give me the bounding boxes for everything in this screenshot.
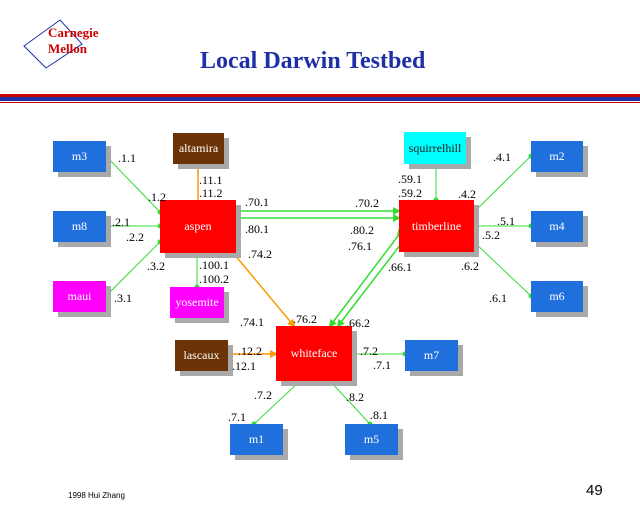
logo-line-1: Carnegie	[48, 25, 99, 40]
node-aspen[interactable]: aspen	[160, 200, 236, 253]
addr-label: .8.1	[370, 408, 388, 422]
logo-line-2: Mellon	[48, 41, 87, 56]
addr-label: .11.1	[199, 173, 223, 187]
node-yosemite[interactable]: yosemite	[170, 287, 224, 318]
addr-label: .3.1	[114, 291, 132, 305]
link-maui-aspen	[105, 241, 161, 297]
addr-label: .3.2	[147, 259, 165, 273]
node-m3[interactable]: m3	[53, 141, 106, 172]
addr-label: .7.1	[228, 410, 246, 424]
addr-label: .1.2	[148, 190, 166, 204]
link-m6-timberline	[473, 241, 532, 297]
addr-label: .59.2	[398, 186, 422, 200]
addr-label: .8.2	[346, 390, 364, 404]
node-m5[interactable]: m5	[345, 424, 398, 455]
addr-label: .4.2	[458, 187, 476, 201]
logo-diamond	[23, 19, 83, 69]
node-squirrelhill[interactable]: squirrelhill	[404, 132, 466, 164]
addr-label: .100.2	[199, 272, 229, 286]
link-timberline-whiteface-b	[328, 228, 405, 328]
addr-label: .2.2	[126, 230, 144, 244]
addr-label: .76.2	[293, 312, 317, 326]
addr-label: .74.2	[248, 247, 272, 261]
addr-label: .59.1	[398, 172, 422, 186]
addr-label: .12.1	[232, 359, 256, 373]
addr-label: .7.1	[373, 358, 391, 372]
link-m2-timberline	[473, 155, 532, 213]
addr-label: .66.2	[346, 316, 370, 330]
addr-label: .70.1	[245, 195, 269, 209]
node-altamira[interactable]: altamira	[173, 133, 224, 164]
addr-label: .5.2	[482, 228, 500, 242]
link-aspen-whiteface	[227, 246, 296, 328]
node-lascaux[interactable]: lascaux	[175, 340, 228, 371]
addr-label: .4.1	[493, 150, 511, 164]
node-m2[interactable]: m2	[531, 141, 583, 172]
addr-label: .7.2	[360, 344, 378, 358]
node-timberline[interactable]: timberline	[399, 200, 474, 252]
addr-label: .7.2	[254, 388, 272, 402]
node-m6[interactable]: m6	[531, 281, 583, 312]
link-m3-aspen	[105, 155, 161, 213]
node-m1[interactable]: m1	[230, 424, 283, 455]
addr-label: .1.1	[118, 151, 136, 165]
node-maui[interactable]: maui	[53, 281, 106, 312]
addr-label: .6.2	[461, 259, 479, 273]
addr-label: .80.1	[245, 222, 269, 236]
addr-label: .76.1	[348, 239, 372, 253]
addr-label: .11.2	[199, 186, 223, 200]
node-m7[interactable]: m7	[405, 340, 458, 371]
header-rule-blue	[0, 97, 640, 101]
page-title: Local Darwin Testbed	[200, 48, 426, 74]
page-number: 49	[586, 482, 603, 499]
addr-label: .74.1	[240, 315, 264, 329]
addr-label: .5.1	[497, 214, 515, 228]
header-rule-red	[0, 94, 640, 97]
footer-credit: 1998 Hui Zhang	[68, 491, 125, 500]
addr-label: .80.2	[350, 223, 374, 237]
addr-label: .2.1	[112, 215, 130, 229]
addr-label: .6.1	[489, 291, 507, 305]
link-whiteface-m1	[253, 380, 301, 425]
addr-label: .66.1	[388, 260, 412, 274]
addr-label: .12.2	[238, 344, 262, 358]
addr-label: .70.2	[355, 196, 379, 210]
addr-label: .100.1	[199, 258, 229, 272]
link-whiteface-m5	[329, 380, 371, 425]
header-rule-red-thin	[0, 102, 640, 103]
node-whiteface[interactable]: whiteface	[276, 326, 352, 381]
node-m8[interactable]: m8	[53, 211, 106, 242]
node-m4[interactable]: m4	[531, 211, 583, 242]
